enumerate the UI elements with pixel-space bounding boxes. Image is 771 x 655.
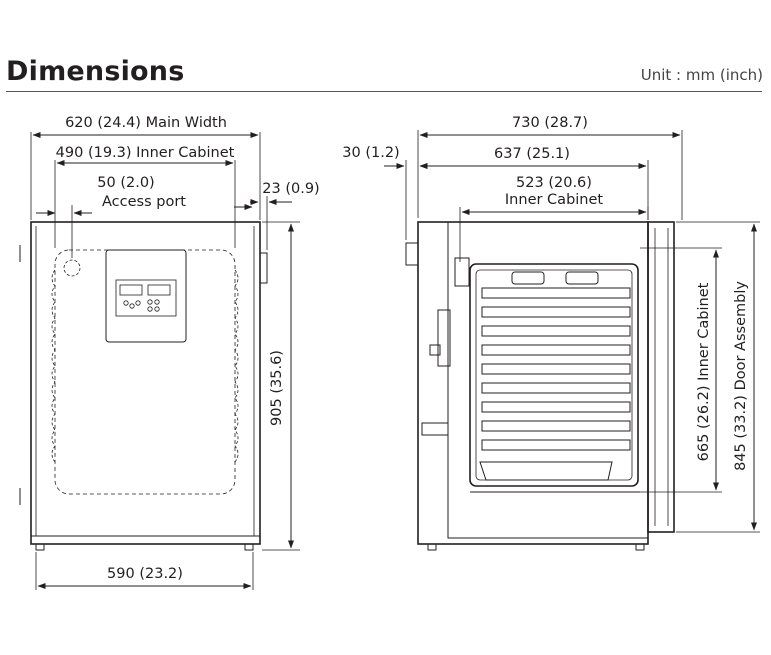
inner-cabinet-outline	[54, 249, 236, 495]
side-inner-cabinet	[469, 263, 639, 487]
dim-access-port-label: Access port	[102, 194, 186, 210]
dim-front-height: 905 (35.6)	[269, 350, 285, 426]
access-port-circle	[63, 259, 81, 277]
dim-door-height: 845 (33.2) Door Assembly	[733, 281, 749, 471]
dim-rear-offset: 30 (1.2)	[342, 145, 399, 161]
dim-inner-cabinet-width: 490 (19.3) Inner Cabinet	[56, 145, 235, 161]
dim-inner-depth-label: Inner Cabinet	[505, 192, 604, 208]
page-title: Dimensions	[6, 56, 185, 87]
control-panel	[105, 249, 187, 343]
side-foot-right	[635, 543, 645, 551]
front-cabinet-body	[30, 221, 261, 545]
unit-label: Unit : mm (inch)	[640, 66, 763, 84]
front-view: 620 (24.4) Main Width 490 (19.3) Inner C…	[19, 115, 320, 590]
front-foot-left	[35, 543, 45, 551]
dim-inner-depth: 523 (20.6)	[516, 175, 592, 191]
side-shelves	[481, 287, 631, 451]
dim-base-width: 590 (23.2)	[107, 566, 183, 582]
dim-handle-depth: 23 (0.9)	[262, 181, 319, 197]
dim-body-depth: 637 (25.1)	[494, 146, 570, 162]
side-foot-left	[427, 543, 437, 551]
rear-port	[405, 242, 419, 266]
front-foot-right	[244, 543, 254, 551]
dim-access-port-offset: 50 (2.0)	[97, 175, 154, 191]
dim-inner-height: 665 (26.2) Inner Cabinet	[696, 282, 712, 461]
side-door	[647, 221, 675, 533]
title-rule	[6, 91, 762, 92]
door-handle	[259, 252, 268, 284]
dim-main-width: 620 (24.4) Main Width	[65, 115, 227, 131]
side-view: 730 (28.7) 30 (1.2) 637 (25.1) 523 (20.6…	[342, 115, 760, 551]
water-tray	[479, 461, 613, 481]
dim-total-depth: 730 (28.7)	[512, 115, 588, 131]
